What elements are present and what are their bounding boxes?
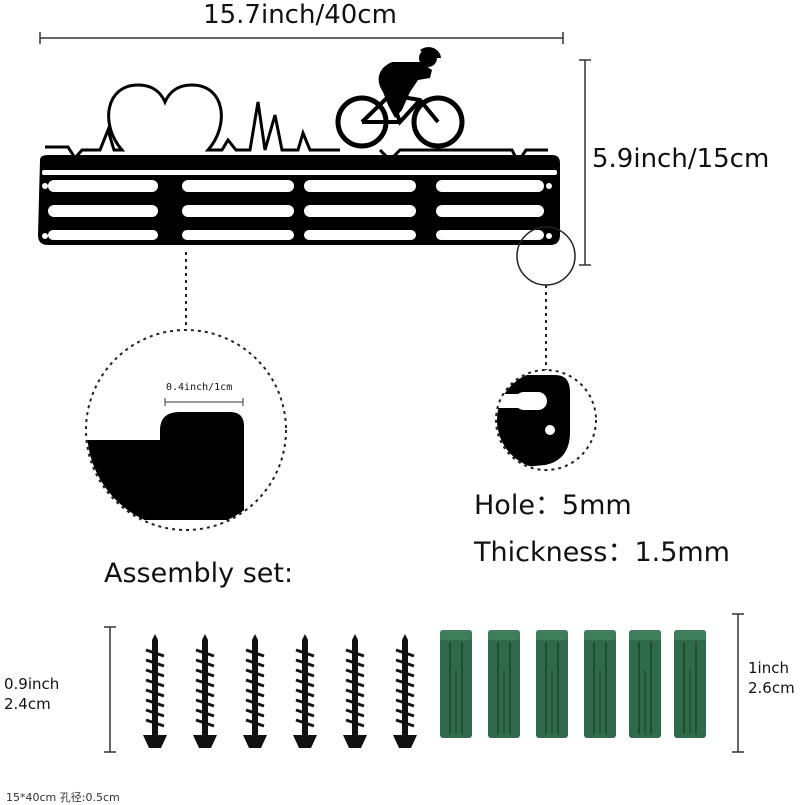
height-label: 5.9inch/15cm bbox=[592, 144, 770, 174]
footer-text: 15*40cm 孔径:0.5cm bbox=[6, 791, 120, 804]
anchor-length-inch: 1inch bbox=[748, 659, 789, 677]
slot-detail-zoom bbox=[87, 398, 244, 520]
screw-2 bbox=[191, 632, 219, 750]
anchor-length-cm: 2.6cm bbox=[748, 679, 795, 697]
wall-anchor-3 bbox=[535, 629, 569, 739]
wall-anchor-5 bbox=[628, 629, 662, 739]
screw-1 bbox=[141, 632, 169, 750]
screw-4 bbox=[291, 632, 319, 750]
screw-length-label: 0.9inch 2.4cm bbox=[4, 674, 59, 714]
screw-3 bbox=[241, 632, 269, 750]
screw-5 bbox=[341, 632, 369, 750]
screw-length-cm: 2.4cm bbox=[4, 695, 51, 713]
hole-spec: Hole：5mm bbox=[474, 490, 632, 521]
thickness-spec: Thickness：1.5mm bbox=[474, 537, 730, 568]
wall-anchor-4 bbox=[583, 629, 617, 739]
width-dimension-line bbox=[39, 32, 564, 44]
width-label: 15.7inch/40cm bbox=[203, 0, 397, 30]
wall-anchor-2 bbox=[487, 629, 521, 739]
anchor-length-label: 1inch 2.6cm bbox=[748, 658, 795, 698]
screw-set bbox=[141, 632, 419, 750]
medal-hanger bbox=[38, 47, 560, 245]
heartbeat-line bbox=[45, 83, 340, 161]
hole-callout-ring bbox=[516, 226, 576, 286]
anchor-dimension-line bbox=[732, 613, 744, 753]
screw-dimension-line bbox=[104, 626, 116, 753]
height-dimension-line bbox=[579, 59, 591, 266]
hole-detail-zoom bbox=[497, 375, 570, 469]
screw-6 bbox=[391, 632, 419, 750]
slot-detail-label: 0.4inch/1cm bbox=[166, 382, 233, 393]
assembly-title: Assembly set: bbox=[104, 558, 294, 589]
wall-anchor-6 bbox=[673, 629, 707, 739]
screw-length-inch: 0.9inch bbox=[4, 675, 60, 693]
wall-anchor-1 bbox=[439, 629, 473, 739]
wall-anchor-set bbox=[439, 629, 707, 739]
callout-leaders bbox=[85, 252, 597, 531]
cyclist-icon bbox=[335, 47, 465, 149]
